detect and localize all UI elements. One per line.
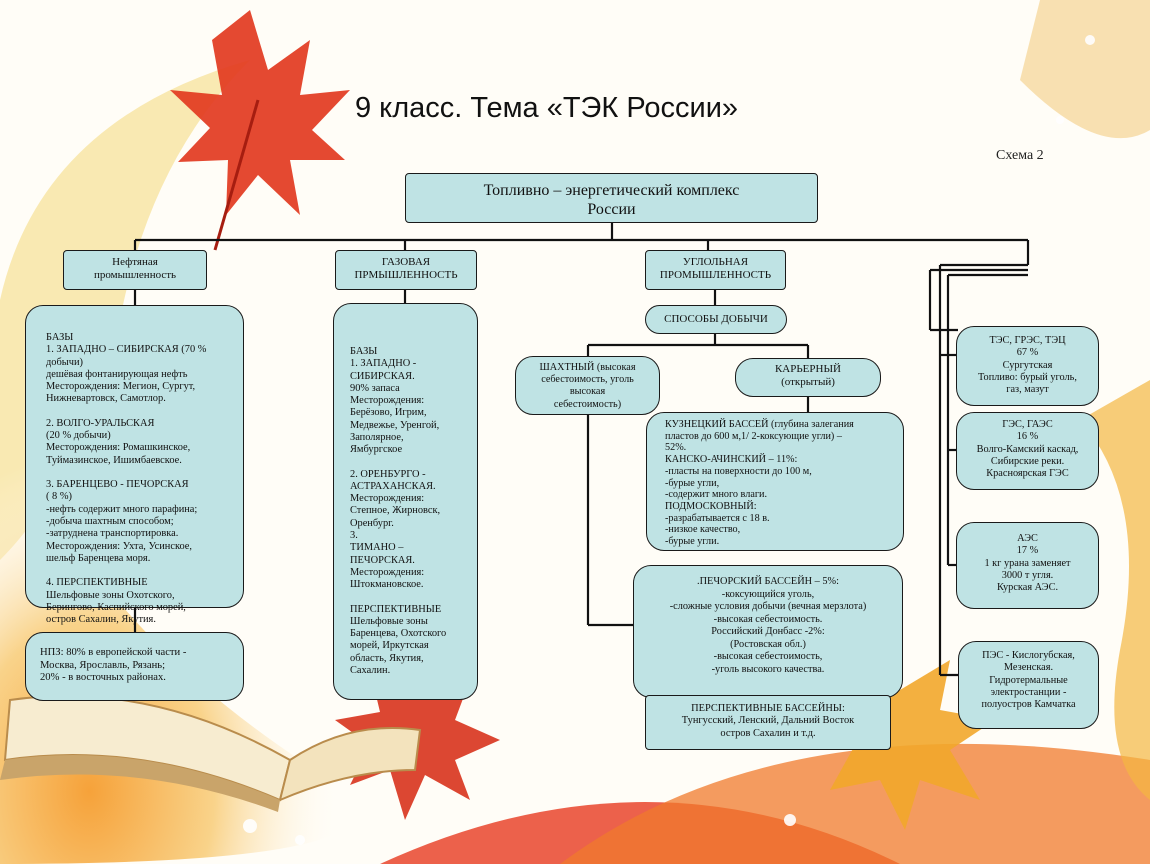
coal-header: УГЛОЛЬНАЯ ПРОМЫШЛЕННОСТЬ — [645, 250, 786, 290]
gas-bases-box: БАЗЫ 1. ЗАПАДНО - СИБИРСКАЯ. 90% запаса … — [333, 303, 478, 700]
shaft-mining-box: ШАХТНЫЙ (высокая себестоимость, уголь вы… — [515, 356, 660, 415]
ges-box: ГЭС, ГАЭС 16 % Волго-Камский каскад, Сиб… — [956, 412, 1099, 490]
aes-box: АЭС 17 % 1 кг урана заменяет 3000 т угля… — [956, 522, 1099, 609]
kuznetsk-basin-box: КУЗНЕЦКИЙ БАССЕЙ (глубина залегания плас… — [646, 412, 904, 551]
tes-box: ТЭС, ГРЭС, ТЭЦ 67 % Сургутская Топливо: … — [956, 326, 1099, 406]
coal-methods-box: СПОСОБЫ ДОБЫЧИ — [645, 305, 787, 334]
pechora-basin-box: .ПЕЧОРСКИЙ БАССЕЙН – 5%: -коксующийся уг… — [633, 565, 903, 698]
open-pit-box: КАРЬЕРНЫЙ (открытый) — [735, 358, 881, 397]
oil-refineries-box: НПЗ: 80% в европейской части - Москва, Я… — [25, 632, 244, 701]
schema-label: Схема 2 — [996, 148, 1044, 163]
oil-bases-box: БАЗЫ 1. ЗАПАДНО – СИБИРСКАЯ (70 % добычи… — [25, 305, 244, 625]
pes-box: ПЭС - Кислогубская, Мезенская. Гидротерм… — [958, 641, 1099, 729]
prospective-basins-box: ПЕРСПЕКТИВНЫЕ БАССЕЙНЫ: Тунгусский, Ленс… — [645, 695, 891, 750]
gas-header: ГАЗОВАЯ ПРМЫШЛЕННОСТЬ — [335, 250, 477, 290]
root-box: Топливно – энергетический комплекс Росси… — [405, 173, 818, 223]
page-title: 9 класс. Тема «ТЭК России» — [355, 92, 739, 124]
oil-header: Нефтяная промышленность — [63, 250, 207, 290]
